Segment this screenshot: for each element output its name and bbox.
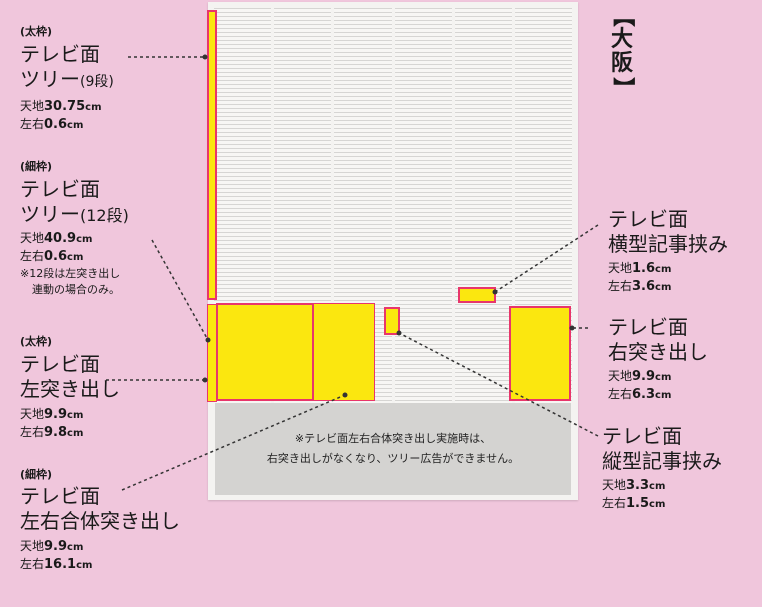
label-title: テレビ面 [20, 42, 100, 66]
ad-vertical-insert [384, 307, 400, 335]
label-title: テレビ面 [608, 315, 688, 339]
frame-type: (太枠) [20, 25, 53, 38]
label-subtitle: 右突き出し [608, 340, 708, 364]
label-title: テレビ面 [608, 207, 688, 231]
label-right-out: テレビ面 右突き出し 天地9.9cm 左右6.3cm [608, 315, 758, 404]
notice-text: ※テレビ面左右合体突き出し実施時は、 右突き出しがなくなり、ツリー広告ができませ… [266, 432, 520, 465]
frame-type: (太枠) [20, 335, 53, 348]
dim-width: 左右9.8cm [20, 425, 84, 440]
tree12-note-2: 連動の場合のみ。 [32, 283, 120, 296]
label-tree-9: (太枠) テレビ面 ツリー(9段) 天地30.75cm 左右0.6cm [20, 23, 210, 134]
label-left-out: (太枠) テレビ面 左突き出し 天地9.9cm 左右9.8cm [20, 333, 210, 442]
dim-width: 左右1.5cm [602, 496, 666, 511]
dim-height: 天地30.75cm [20, 99, 102, 114]
dim-width: 左右0.6cm [20, 117, 84, 132]
label-vertical-insert: テレビ面 縦型記事挟み 天地3.3cm 左右1.5cm [602, 424, 758, 513]
ad-tree-9 [207, 10, 217, 300]
label-title: テレビ面 [20, 177, 100, 201]
dim-width: 左右3.6cm [608, 279, 672, 294]
label-subtitle: 縦型記事挟み [602, 449, 722, 473]
dim-height: 天地3.3cm [602, 478, 666, 493]
label-title: テレビ面 [20, 352, 100, 376]
dim-width: 左右16.1cm [20, 557, 93, 572]
tree12-note: ※12段は左突き出し [20, 267, 121, 280]
label-tree-12: (細枠) テレビ面 ツリー(12段) 天地40.9cm 左右0.6cm ※12段… [20, 158, 210, 298]
label-subtitle: ツリー(12段) [20, 202, 129, 226]
dim-height: 天地40.9cm [20, 231, 93, 246]
frame-type: (細枠) [20, 468, 53, 481]
notice-band: ※テレビ面左右合体突き出し実施時は、 右突き出しがなくなり、ツリー広告ができませ… [215, 403, 571, 495]
label-subtitle: 左突き出し [20, 377, 120, 401]
label-subtitle: 左右合体突き出し [20, 509, 180, 533]
label-combined: (細枠) テレビ面 左右合体突き出し 天地9.9cm 左右16.1cm [20, 466, 230, 574]
ad-horizontal-insert [458, 287, 496, 303]
label-title: テレビ面 [20, 484, 100, 508]
dim-height: 天地9.9cm [608, 369, 672, 384]
dim-height: 天地1.6cm [608, 261, 672, 276]
region-label: 【 大 阪 】 [610, 4, 635, 99]
label-subtitle: ツリー(9段) [20, 67, 114, 91]
dim-width: 左右0.6cm [20, 249, 84, 264]
frame-type: (細枠) [20, 160, 53, 173]
label-title: テレビ面 [602, 424, 682, 448]
ad-right-out [509, 306, 571, 401]
ad-combined-extension [313, 303, 375, 401]
label-subtitle: 横型記事挟み [608, 232, 728, 256]
dim-width: 左右6.3cm [608, 387, 672, 402]
dim-height: 天地9.9cm [20, 539, 84, 554]
label-horizontal-insert: テレビ面 横型記事挟み 天地1.6cm 左右3.6cm [608, 207, 758, 296]
dim-height: 天地9.9cm [20, 407, 84, 422]
